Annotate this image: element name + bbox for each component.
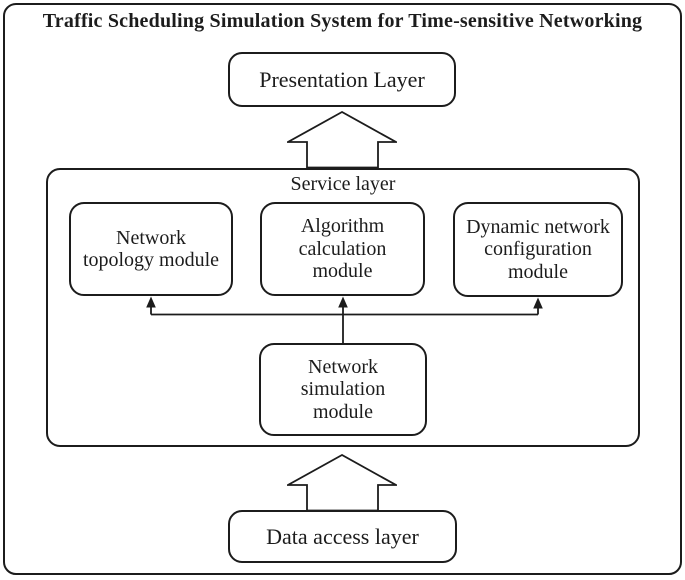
module-label-line: module: [312, 260, 373, 283]
network-simulation-module-box: Network simulation module: [259, 343, 427, 436]
data-access-layer-label: Data access layer: [266, 523, 419, 549]
module-label-line: module: [508, 260, 568, 283]
module-label-line: simulation: [300, 378, 386, 401]
presentation-layer-box: Presentation Layer: [228, 52, 456, 107]
presentation-layer-label: Presentation Layer: [259, 66, 425, 92]
service-layer-label: Service layer: [290, 173, 396, 195]
block-arrow-up-icon: [287, 111, 397, 168]
module-label-line: calculation: [298, 237, 387, 260]
algorithm-calculation-module-box: Algorithm calculation module: [260, 202, 425, 296]
module-label-line: Network: [116, 226, 186, 249]
dynamic-network-configuration-module-box: Dynamic network configuration module: [453, 202, 623, 297]
data-access-layer-box: Data access layer: [228, 510, 457, 563]
diagram-title: Traffic Scheduling Simulation System for…: [42, 10, 643, 32]
module-label-line: topology module: [82, 249, 220, 271]
module-label-line: module: [313, 400, 373, 423]
block-arrow-up-icon: [287, 454, 397, 511]
module-label-line: Dynamic network: [466, 215, 610, 238]
module-label-line: configuration: [484, 238, 592, 261]
network-topology-module-box: Network topology module: [69, 202, 233, 296]
module-label-line: Algorithm: [300, 215, 385, 238]
module-label-line: Network: [308, 355, 378, 378]
